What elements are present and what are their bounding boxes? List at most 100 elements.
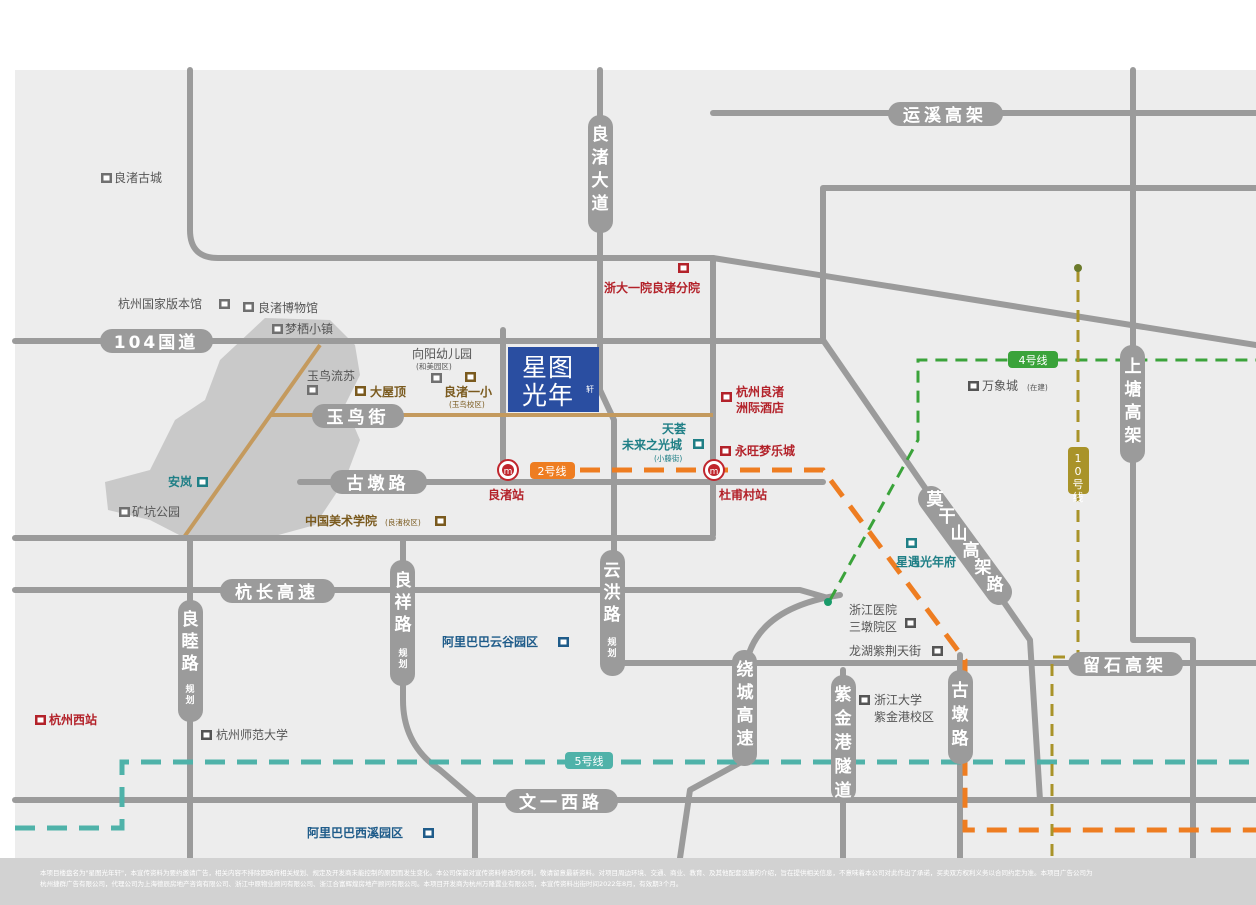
zhejiang-hospital-icon [905,618,916,628]
moganshan-text: 莫干山高架路 [926,490,1005,595]
poi-yongwang: 永旺梦乐城 [734,443,795,458]
metro-line-2 [580,467,1256,833]
poi-alibaba-yungu: 阿里巴巴云谷园区 [442,634,538,649]
poi-xiangyang-kindergarten: 向阳幼儿园 [412,346,472,361]
longhu-icon [932,646,943,656]
wanxiang-icon [968,381,979,391]
label-gudun-south: 古墩路 [948,670,973,764]
label-moganshan: 莫干山高架路 [918,486,1012,605]
title-line2: 光年 [522,381,574,410]
metro-line-10-terminal [1074,264,1082,272]
line-5-label: 5号线 [575,754,604,768]
badge-line-2: 2号线 [530,462,575,479]
station-dupu-label: 杜甫村站 [719,487,767,502]
dawuding-icon [355,386,366,396]
line-4-label: 4号线 [1019,353,1048,367]
svg-text:m: m [504,467,513,477]
poi-dawuding: 大屋顶 [370,384,406,399]
liangmu-plan-text: 规划 [185,683,194,706]
liangzhu-avenue-text: 良渚大道 [592,124,609,214]
label-zijingang: 紫金港隧道 [831,675,856,802]
project-title-block: 星图 光年 轩 [508,347,599,412]
zijingang-text: 紫金港隧道 [834,684,853,801]
svg-text:m: m [710,467,719,477]
national-104-text: 104国道 [114,332,199,353]
poi-hotel-line1: 杭州良渚 [736,384,784,399]
poi-kuangkeng-park: 矿坑公园 [132,504,180,519]
footer-line-2: 杭州捷群广告有限公司，代理公司为上海德辰房地产咨询有限公司、浙江中原物业顾问有限… [40,880,683,888]
district-road-diagonal [180,343,322,542]
label-liangzhu-avenue: 良渚大道 [588,115,613,233]
metro-line-10 [1050,270,1080,858]
poi-china-academy-art-campus: (良渚校区) [385,517,421,527]
label-104: 104国道 [100,329,213,353]
poi-china-academy-art: 中国美术学院 [305,513,377,528]
hotel-icon [721,392,732,402]
metro-line-4 [828,358,1256,601]
poi-tianhui-line1: 天荟 [662,421,687,436]
label-shangtang: 上塘高架 [1120,345,1145,463]
label-yunxi-elevated: 运溪高架 [888,102,1003,126]
poi-liangzhu-primary: 良渚一小 [444,384,492,399]
poi-tianhui-note: (小藤街) [654,453,682,463]
liangxiang-plan-text: 规划 [398,647,407,670]
road-moganshan [820,337,1043,803]
liangxiang-text: 良祥路 [395,570,413,635]
alibaba-xixi-icon [423,828,434,838]
poi-liangzhu-museum: 良渚博物馆 [258,300,318,315]
poi-liangzhu-primary-campus: (玉鸟校区) [449,399,485,409]
gudun-south-text: 古墩路 [952,680,970,749]
metro-line-4-terminal [824,598,832,606]
yuniao-liusu-icon [307,385,318,395]
yunhong-text: 云洪路 [604,561,622,625]
title-line1: 星图 [522,353,574,382]
poi-tianhui-line2: 未来之光城 [621,437,682,452]
ring-text: 绕城高速 [737,659,754,749]
title-suffix: 轩 [586,384,594,394]
poi-xingyu: 星遇光年府 [896,554,956,569]
badge-line-4: 4号线 [1008,351,1058,368]
museum-icon-2 [243,302,254,312]
label-yuniao: 玉鸟街 [312,404,404,428]
poi-national-edition-museum: 杭州国家版本馆 [118,296,202,311]
xiangyang-icon [431,373,442,383]
label-wenyi: 文一西路 [505,789,618,813]
hangchang-text: 杭长高速 [235,582,319,603]
road-liangxiang [400,535,478,858]
metro-line-5 [15,759,1256,831]
poi-liangzhu-ancient-city: 良渚古城 [114,170,162,185]
poi-wanxiang: 万象城 [982,379,1018,393]
road-north-east [820,185,1256,343]
academy-icon [435,516,446,526]
poi-zju-1: 浙江大学 [874,692,922,707]
station-liangzhu-icon: m [497,459,519,481]
poi-xiangyang-campus: (和美园区) [416,361,452,371]
road-diagonal-east [710,255,1256,348]
poi-hangzhou-west-station: 杭州西站 [49,712,97,727]
line-2-label: 2号线 [538,464,567,478]
poi-hangzhou-normal-university: 杭州师范大学 [216,727,288,742]
station-dupu-icon: m [703,459,725,481]
yuniao-street-text: 玉鸟街 [327,407,390,428]
poi-yuniao-liusu: 玉鸟流苏 [307,368,355,383]
normal-university-icon [201,730,212,740]
poi-zhejiang-hospital-1: 浙江医院 [849,603,897,617]
poi-alibaba-xixi: 阿里巴巴西溪园区 [307,825,403,840]
anlan-icon [197,477,208,487]
road-north-loop [187,67,716,261]
tianhui-icon [693,439,704,449]
xingyu-icon [906,538,917,548]
badge-line-5: 5号线 [565,752,613,769]
liushi-text: 留石高架 [1083,655,1167,676]
liangzhu-primary-icon [465,372,476,382]
shangtang-text: 上塘高架 [1125,357,1142,446]
hospital-icon [678,263,689,273]
museum-icon-1 [219,299,230,309]
poi-hotel-line2: 洲际酒店 [736,400,784,415]
zju-icon [859,695,870,705]
west-station-icon [35,715,46,725]
